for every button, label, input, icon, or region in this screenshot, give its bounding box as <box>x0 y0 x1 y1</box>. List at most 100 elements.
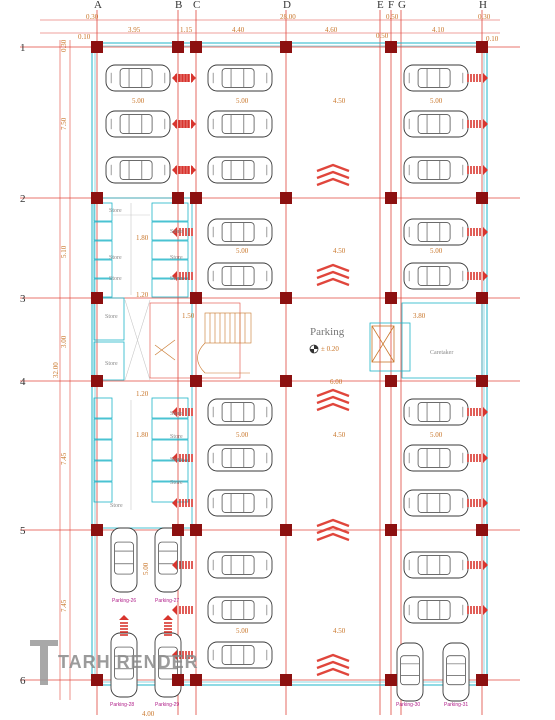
parking-tag-26: Parking-26 <box>112 598 136 604</box>
dim-left-2: 5.10 <box>60 245 68 258</box>
stall-arrow <box>172 271 193 281</box>
dim-row-l: 4.50 <box>333 627 346 635</box>
dim-store-4: 1.80 <box>136 431 149 439</box>
stall-arrow <box>467 73 488 83</box>
store-labels: Store Store Store Store Store Store Stor… <box>105 208 183 509</box>
stall-arrow <box>467 271 488 281</box>
car <box>105 64 171 92</box>
column-pillar <box>280 674 292 686</box>
dim-row-h: 5.00 <box>236 431 249 439</box>
watermark-logo: TARH RENDER <box>30 640 199 685</box>
stall-arrow <box>172 560 193 570</box>
dim-top2-5: 0.50 <box>376 32 389 40</box>
store-cell <box>151 240 189 260</box>
column-pillar <box>91 524 103 536</box>
stall-arrow <box>467 119 488 129</box>
interior-walls <box>91 197 483 529</box>
parking-label: Parking <box>310 326 345 338</box>
grid-col-E: E <box>377 0 384 11</box>
store-cell <box>93 297 125 341</box>
dim-left-0: 0.30 <box>60 39 68 52</box>
car <box>442 642 470 702</box>
stall-arrow <box>467 227 488 237</box>
car <box>396 642 424 702</box>
dim-row-a: 5.00 <box>132 97 145 105</box>
dim-bottom: 4.00 <box>142 710 155 718</box>
grid-col-F: F <box>388 0 394 11</box>
parked-cars <box>105 64 470 702</box>
column-pillar <box>476 674 488 686</box>
car <box>403 551 469 579</box>
store-label-8: Store <box>105 361 118 367</box>
chevron-up-icon <box>316 388 350 412</box>
dim-stair: 1.50 <box>182 312 195 320</box>
column-pillar <box>190 192 202 204</box>
dim-top2-7: 0.10 <box>486 35 499 43</box>
dim-left-1: 7.50 <box>60 117 68 130</box>
column-pillar <box>385 375 397 387</box>
grid-col-D: D <box>283 0 291 11</box>
grid-row-2: 2 <box>20 193 26 205</box>
column-pillar <box>476 375 488 387</box>
car <box>207 262 273 290</box>
store-cell <box>93 439 113 461</box>
chevron-up-icon <box>316 518 350 542</box>
store-label-12: Store <box>170 480 183 486</box>
column-pillar <box>91 292 103 304</box>
stall-arrow <box>172 498 193 508</box>
column-pillar <box>476 524 488 536</box>
column-pillar <box>172 674 184 686</box>
store-label-4: Store <box>170 255 183 261</box>
car <box>207 551 273 579</box>
parking-tag-29: Parking-29 <box>155 702 179 708</box>
column-pillar <box>91 41 103 53</box>
grid-row-5: 5 <box>20 525 26 537</box>
dim-row-d: 5.00 <box>430 97 443 105</box>
car <box>403 64 469 92</box>
column-pillar <box>476 192 488 204</box>
level-label: ± 0.20 <box>321 345 339 353</box>
dim-store-2: 1.20 <box>136 291 149 299</box>
grid-row-3: 3 <box>20 293 26 305</box>
dim-row-k: 5.00 <box>236 627 249 635</box>
grid-col-B: B <box>175 0 182 11</box>
stall-arrow <box>163 615 173 636</box>
column-pillar <box>172 524 184 536</box>
elevator-box <box>371 325 395 363</box>
stall-arrow <box>175 73 196 83</box>
dim-store-1: 1.80 <box>136 234 149 242</box>
store-label-2: Store <box>170 229 183 235</box>
column-pillar <box>190 41 202 53</box>
stall-arrow <box>172 650 193 660</box>
dim-stall: 5.00 <box>142 562 150 575</box>
store-cell <box>151 278 189 298</box>
stall-arrow <box>172 605 193 615</box>
parking-tags: Parking-26 Parking-27 Parking-28 Parking… <box>110 598 468 708</box>
car <box>207 218 273 246</box>
car <box>207 398 273 426</box>
column-pillar <box>385 292 397 304</box>
store-cell <box>151 460 189 482</box>
column-pillar <box>280 192 292 204</box>
column-pillar <box>190 292 202 304</box>
car <box>403 110 469 138</box>
watermark-text: TARH RENDER <box>58 652 199 672</box>
chevron-up-icon <box>316 263 350 287</box>
dim-aisle: 6.00 <box>330 378 343 386</box>
store-cell <box>151 202 189 222</box>
car <box>207 641 273 669</box>
column-pillar <box>385 674 397 686</box>
store-label-10: Store <box>170 434 183 440</box>
stall-arrow <box>467 560 488 570</box>
car <box>403 218 469 246</box>
chevron-up-icon <box>316 653 350 677</box>
column-pillar <box>385 192 397 204</box>
column-pillar <box>476 41 488 53</box>
dim-caretaker: 3.80 <box>413 312 426 320</box>
store-label-13: Store <box>110 503 123 509</box>
left-dimensions: 0.30 7.50 5.10 3.00 7.45 7.45 32.00 <box>52 39 68 612</box>
store-label-1: Store <box>109 208 122 214</box>
column-pillar <box>280 292 292 304</box>
